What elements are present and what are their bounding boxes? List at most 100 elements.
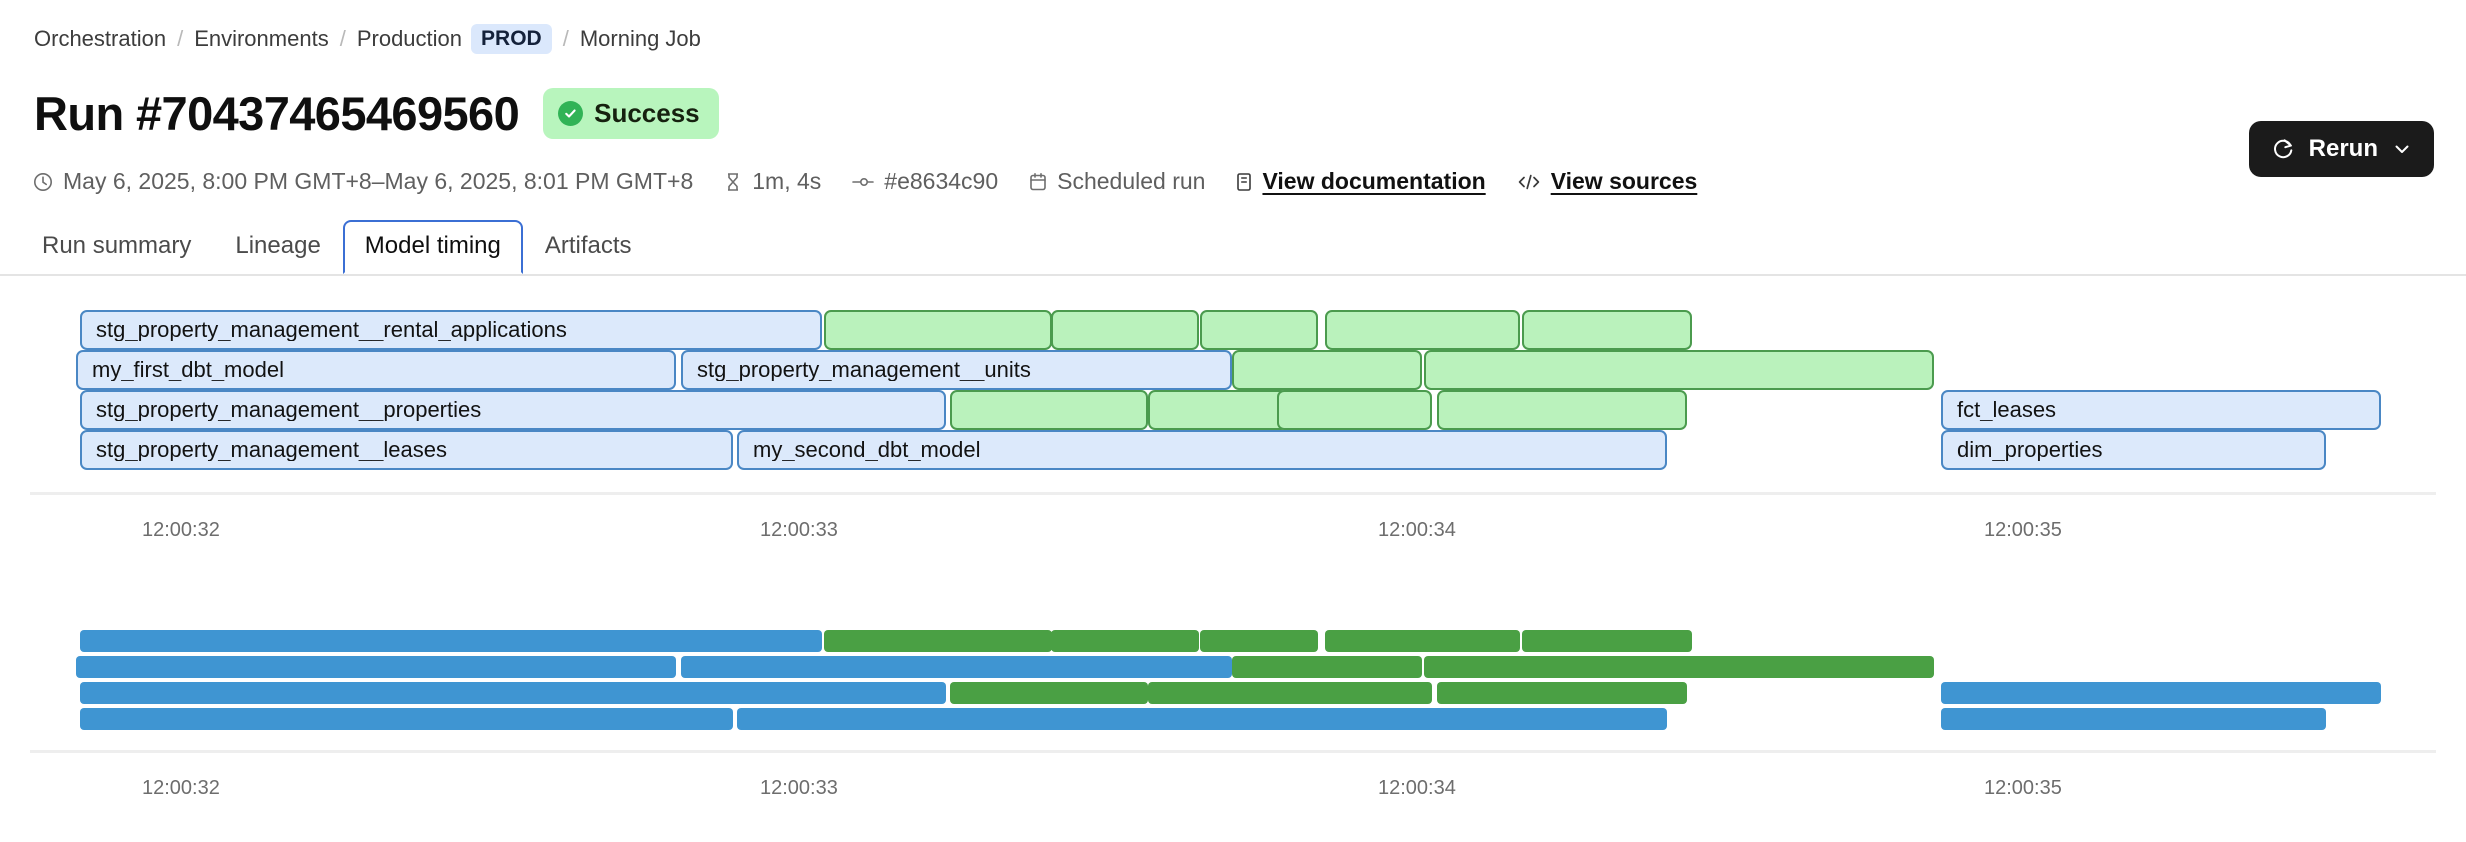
tab-artifacts[interactable]: Artifacts — [544, 232, 632, 259]
minimap-row — [0, 708, 2466, 730]
tab-bar: Run summary Lineage Model timing Artifacts — [20, 218, 654, 274]
axis-tick-label: 12:00:33 — [760, 777, 838, 799]
minimap-bar-mini-fct-leases[interactable] — [1941, 682, 2381, 704]
gantt-row: my_first_dbt_model stg_property_managemen… — [0, 350, 2466, 390]
gantt-bar-label: stg_property_management__units — [697, 359, 1031, 381]
commit-icon — [851, 171, 875, 193]
breadcrumb-item-environments[interactable]: Environments — [194, 26, 329, 51]
minimap-bar-mini-test-3[interactable] — [1200, 630, 1318, 652]
gantt-bar-my_second_dbt_model[interactable]: my_second_dbt_model — [737, 430, 1667, 470]
gantt-row: stg_property_management__rental_applicat… — [0, 310, 2466, 350]
chevron-down-icon[interactable] — [2392, 139, 2412, 159]
gantt-bar-label: dim_properties — [1957, 439, 2103, 461]
axis-tick-label: 12:00:32 — [142, 519, 220, 541]
meta-code[interactable]: View sources — [1516, 168, 1698, 194]
meta-text: May 6, 2025, 8:00 PM GMT+8–May 6, 2025, … — [63, 168, 694, 194]
minimap-axis-labels: 12:00:32 12:00:33 12:00:34 12:00:35 — [0, 778, 2466, 802]
breadcrumb-item-morning-job: Morning Job — [579, 26, 701, 51]
minimap-bar-mini-stg-rental-applications[interactable] — [80, 630, 822, 652]
rerun-button[interactable]: Rerun — [2248, 121, 2434, 177]
calendar-icon — [1028, 171, 1048, 193]
gantt-bar-stg_property_management__leases[interactable]: stg_property_management__leases — [80, 430, 733, 470]
refresh-icon — [2271, 137, 2295, 161]
tab-model-timing[interactable]: Model timing — [342, 220, 523, 274]
gantt-bar-my_first_dbt_model[interactable]: my_first_dbt_model — [76, 350, 676, 390]
minimap-bar-mini-dim-properties[interactable] — [1941, 708, 2326, 730]
gantt-bar-stg_property_management__rental_applications[interactable]: stg_property_management__rental_applicat… — [80, 310, 822, 350]
gantt-bar-test-2[interactable] — [1051, 310, 1199, 350]
book-icon — [1235, 171, 1253, 193]
meta-hourglass: 1m, 4s — [723, 170, 821, 193]
minimap-row — [0, 630, 2466, 652]
gantt-bar-label: fct_leases — [1957, 399, 2057, 421]
gantt-bar-stg_property_management__units[interactable]: stg_property_management__units — [681, 350, 1232, 390]
gantt-row: stg_property_management__properties fct_l… — [0, 390, 2466, 430]
meta-text: View documentation — [1262, 168, 1486, 194]
tab-run-summary[interactable]: Run summary — [42, 232, 192, 259]
hourglass-icon — [723, 171, 743, 193]
meta-clock: May 6, 2025, 8:00 PM GMT+8–May 6, 2025, … — [32, 170, 693, 193]
minimap-bar-mini-my-second-dbt-model[interactable] — [737, 708, 1667, 730]
meta-text: 1m, 4s — [752, 168, 822, 194]
code-icon — [1516, 171, 1542, 193]
minimap-bar-mini-test-10[interactable] — [1277, 682, 1432, 704]
minimap-bar-mini-test-6[interactable] — [1232, 656, 1422, 678]
status-badge: Success — [543, 88, 719, 139]
run-meta-row: May 6, 2025, 8:00 PM GMT+8–May 6, 2025, … — [32, 170, 1727, 193]
breadcrumb-item-production[interactable]: Production — [356, 26, 463, 51]
minimap-bar-mini-test-4[interactable] — [1325, 630, 1520, 652]
breadcrumb-separator: / — [177, 26, 184, 51]
axis-tick-label: 12:00:35 — [1984, 519, 2062, 541]
model-timing-minimap[interactable]: 12:00:32 12:00:33 12:00:34 12:00:35 — [0, 630, 2466, 830]
gantt-bar-test-11[interactable] — [1437, 390, 1687, 430]
breadcrumb-separator: / — [339, 26, 346, 51]
minimap-bar-mini-test-8[interactable] — [950, 682, 1148, 704]
gantt-bar-dim_properties[interactable]: dim_properties — [1941, 430, 2326, 470]
meta-calendar: Scheduled run — [1028, 170, 1205, 193]
meta-commit: #e8634c90 — [851, 170, 998, 193]
clock-icon — [32, 171, 54, 193]
model-timing-gantt: stg_property_management__rental_applicat… — [0, 310, 2466, 600]
minimap-bar-mini-test-5[interactable] — [1522, 630, 1692, 652]
axis-tick-label: 12:00:32 — [142, 777, 220, 799]
minimap-row — [0, 656, 2466, 678]
minimap-bar-mini-test-1[interactable] — [824, 630, 1052, 652]
gantt-bar-test-8[interactable] — [950, 390, 1148, 430]
breadcrumb-env-badge: PROD — [471, 24, 552, 54]
breadcrumb-item-orchestration[interactable]: Orchestration — [34, 26, 167, 51]
minimap-row — [0, 682, 2466, 704]
axis-tick-label: 12:00:34 — [1378, 777, 1456, 799]
gantt-bar-test-9[interactable] — [1148, 390, 1288, 430]
axis-tick-label: 12:00:33 — [760, 519, 838, 541]
gantt-bar-fct_leases[interactable]: fct_leases — [1941, 390, 2381, 430]
page-title: Run #70437465469560 — [34, 87, 520, 140]
tabs-divider — [0, 274, 2466, 276]
minimap-bar-mini-test-2[interactable] — [1051, 630, 1199, 652]
gantt-bar-test-10[interactable] — [1277, 390, 1432, 430]
breadcrumb-separator: / — [562, 26, 569, 51]
gantt-bar-test-7[interactable] — [1424, 350, 1934, 390]
minimap-bar-mini-stg-leases[interactable] — [80, 708, 733, 730]
gantt-bar-stg_property_management__properties[interactable]: stg_property_management__properties — [80, 390, 946, 430]
minimap-bar-mini-test-11[interactable] — [1437, 682, 1687, 704]
meta-book[interactable]: View documentation — [1235, 168, 1486, 194]
meta-text: View sources — [1550, 168, 1698, 194]
gantt-bar-test-5[interactable] — [1522, 310, 1692, 350]
gantt-bar-test-1[interactable] — [824, 310, 1052, 350]
minimap-bar-mini-stg-units[interactable] — [681, 656, 1232, 678]
breadcrumb: Orchestration / Environments / Production PRO… — [34, 24, 701, 54]
tab-lineage[interactable]: Lineage — [235, 232, 321, 259]
gantt-bar-test-6[interactable] — [1232, 350, 1422, 390]
gantt-bar-label: stg_property_management__properties — [96, 399, 482, 421]
minimap-bar-mini-test-7[interactable] — [1424, 656, 1934, 678]
gantt-bar-test-4[interactable] — [1325, 310, 1520, 350]
meta-text: #e8634c90 — [884, 168, 999, 194]
gantt-bar-test-3[interactable] — [1200, 310, 1318, 350]
minimap-bar-mini-my-first-dbt-model[interactable] — [76, 656, 676, 678]
minimap-bar-mini-test-9[interactable] — [1148, 682, 1288, 704]
title-row: Run #70437465469560 Success — [34, 88, 719, 139]
minimap-bar-mini-stg-properties[interactable] — [80, 682, 946, 704]
gantt-bar-label: my_first_dbt_model — [92, 359, 284, 381]
axis-tick-label: 12:00:35 — [1984, 777, 2062, 799]
